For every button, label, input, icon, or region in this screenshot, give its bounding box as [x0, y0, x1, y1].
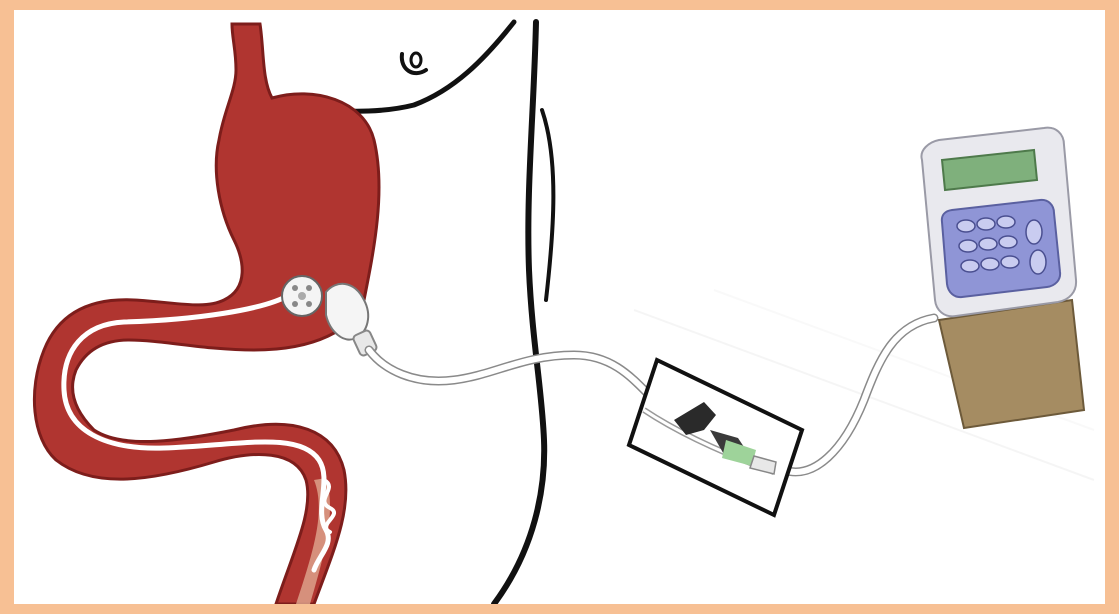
tube-connector-icon: [629, 360, 802, 515]
nipple-mark: [402, 54, 426, 73]
chest-line: [306, 22, 514, 111]
pump-base: [939, 300, 1084, 428]
feeding-pump-icon: [921, 128, 1084, 428]
torso-side-line: [494, 22, 544, 604]
g-button-port-icon: [282, 276, 322, 316]
enteral-feeding-illustration: [14, 10, 1105, 604]
torso-shadow-line: [542, 110, 553, 300]
nipple-dot: [411, 53, 421, 67]
